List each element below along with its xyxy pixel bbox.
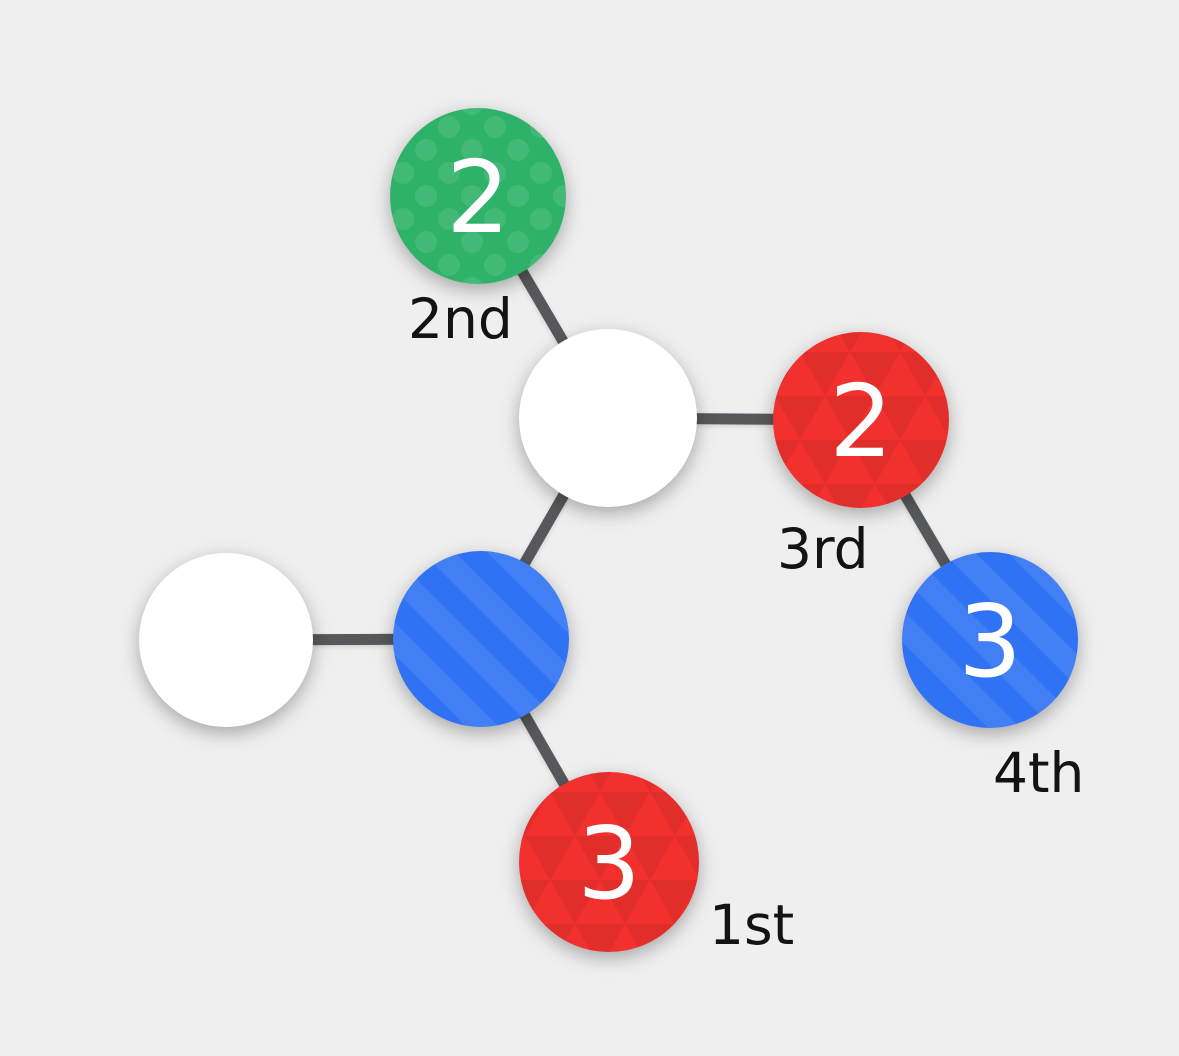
node-texture-triangles [773,332,949,508]
order-label-2nd: 2nd [408,287,513,351]
node-number: 3 [577,805,641,922]
node-top-green[interactable]: 2 [390,108,566,284]
node-number: 3 [958,583,1022,700]
node-circle-white [139,553,313,727]
edge-layer [225,193,995,865]
node-bottomright-blue[interactable]: 3 [902,552,1078,728]
node-center-white[interactable] [519,329,697,507]
node-center-blue[interactable] [393,551,569,727]
node-texture-triangles [519,772,699,952]
node-texture-stripes [902,552,1078,728]
node-number: 2 [829,363,893,480]
order-label-1st: 1st [709,893,794,957]
node-bottom-red[interactable]: 3 [519,772,699,952]
order-label-3rd: 3rd [777,517,869,581]
node-right-red[interactable]: 2 [773,332,949,508]
node-circle-white [519,329,697,507]
node-texture-dots [390,108,566,284]
order-label-4th: 4th [993,741,1084,805]
node-left-white[interactable] [139,553,313,727]
node-texture-stripes [393,551,569,727]
node-number: 2 [446,139,510,256]
